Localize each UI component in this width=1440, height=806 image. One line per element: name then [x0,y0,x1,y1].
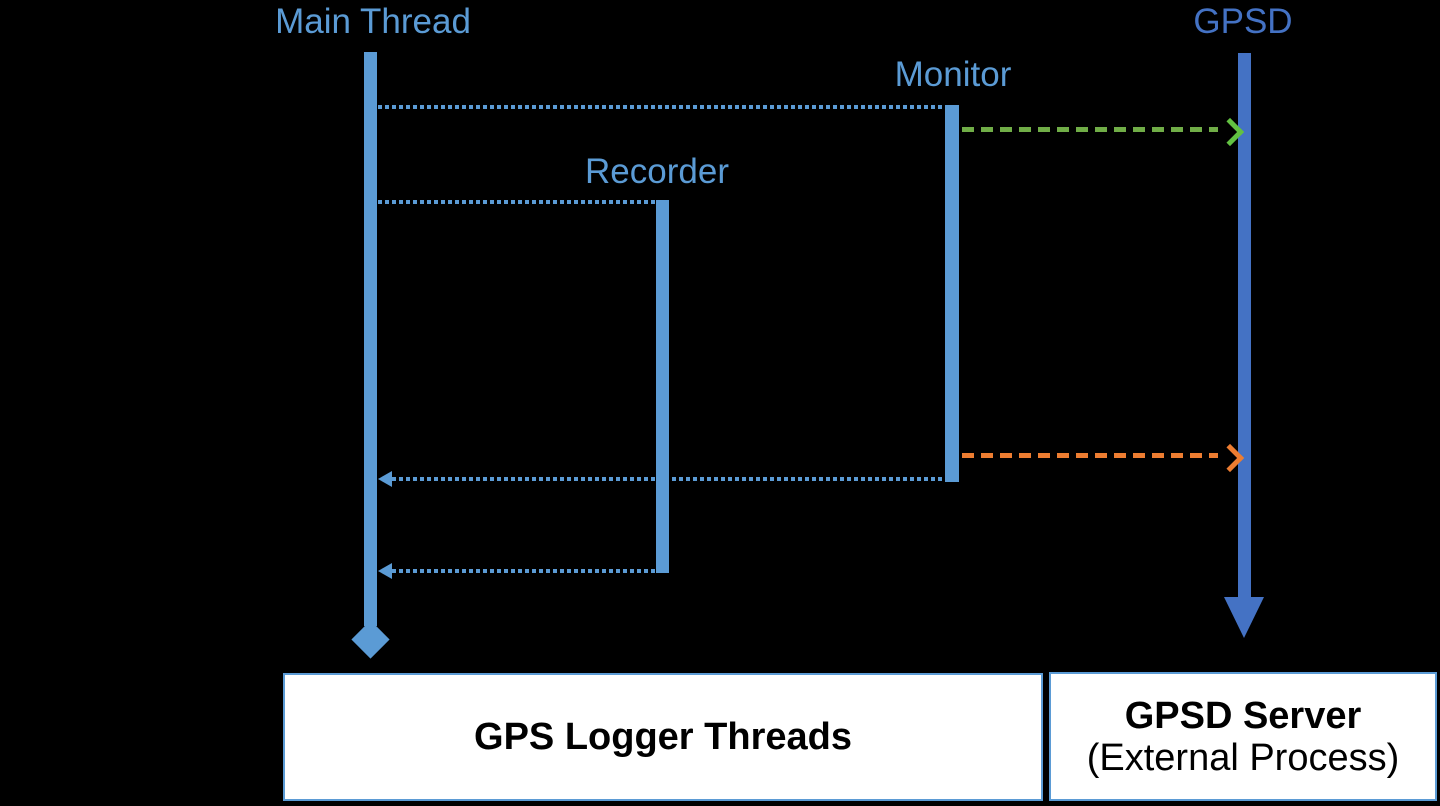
main-thread-label: Main Thread [275,2,471,41]
monitor-label: Monitor [894,55,1012,94]
arrow-monitor-to-gpsd-disconnect [962,453,1218,458]
recorder-lifeline-bar [656,200,669,573]
gpsd-server-box: GPSD Server (External Process) [1049,672,1437,801]
recorder-label: Recorder [585,152,729,191]
gpsd-lifeline-arrowhead-icon [1224,597,1264,638]
gpsd-lifeline-bar [1238,53,1251,598]
return-arrow-recorder-to-main [392,569,656,573]
gpsd-server-box-title: GPSD Server [1124,694,1362,737]
return-recorder-arrowhead-icon [378,563,392,579]
call-arrow-main-to-monitor [378,105,945,109]
monitor-lifeline-bar [945,105,959,482]
call-arrow-main-to-recorder [378,200,656,204]
gps-logger-threads-box: GPS Logger Threads [283,673,1043,801]
gpsd-server-box-subtitle: (External Process) [1086,736,1400,779]
return-monitor-arrowhead-icon [378,471,392,487]
main-thread-end-diamond [351,620,390,659]
arrow-monitor-to-gpsd-connect [962,127,1218,132]
return-arrow-monitor-to-main [392,477,945,481]
main-thread-lifeline-bar [364,52,377,626]
gps-logger-threads-box-label: GPS Logger Threads [474,716,852,758]
gpsd-label: GPSD [1193,2,1293,41]
